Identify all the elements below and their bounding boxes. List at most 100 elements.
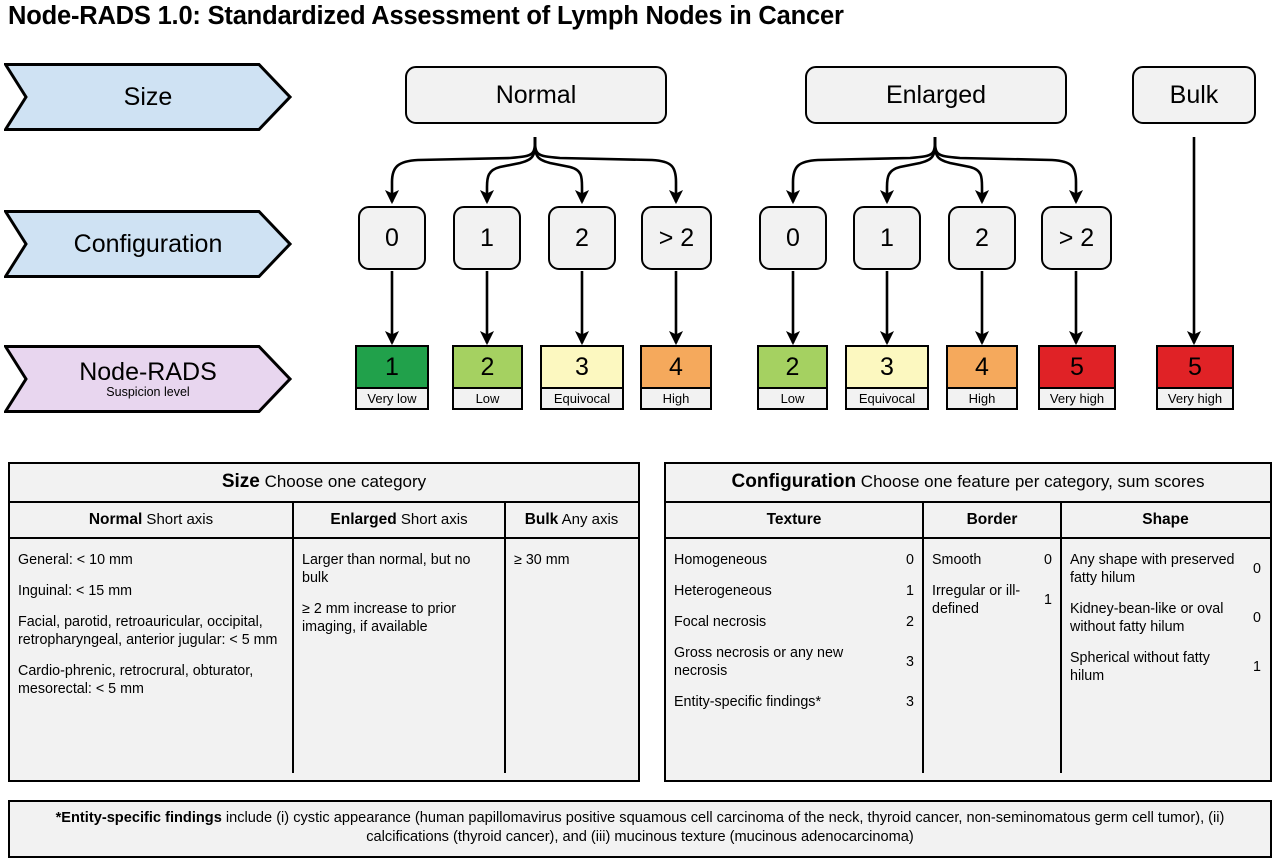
config-texture-label: Heterogeneous [674,582,772,599]
score-box-normal-4[interactable]: 4 High [640,345,712,410]
row-label-node-rads-sub: Suspicion level [106,384,190,399]
row-label-configuration: Configuration [4,210,292,278]
score-label: High [642,387,710,408]
size-table-title-bold: Size [221,471,260,492]
config-box-enlarged-0[interactable]: 0 [759,206,827,270]
config-shape-row: Kidney-bean-like or oval without fatty h… [1070,600,1261,636]
score-value: 3 [542,347,622,387]
size-header-normal-rest: Short axis [142,511,214,528]
score-label: High [948,387,1016,408]
config-header-texture-bold: Texture [766,511,822,528]
row-label-size: Size [4,63,292,131]
size-header-bulk-bold: Bulk [524,511,559,528]
size-box-bulk[interactable]: Bulk [1132,66,1256,124]
size-table-header-row: Normal Short axis Enlarged Short axis Bu… [10,503,638,539]
row-label-node-rads: Node-RADS Suspicion level [4,345,292,413]
config-table-title-bold: Configuration [731,471,857,492]
footnote-bold: *Entity-specific findings [55,810,222,826]
config-table-title-rest: Choose one feature per category, sum sco… [856,472,1205,491]
size-header-enlarged: Enlarged Short axis [292,503,504,537]
score-label: Equivocal [542,387,622,408]
score-box-enlarged-2[interactable]: 2 Low [757,345,828,410]
config-texture-label: Focal necrosis [674,613,767,630]
config-texture-row: Heterogeneous 1 [674,582,914,600]
score-label: Low [759,387,826,408]
config-texture-row: Entity-specific findings* 3 [674,693,914,711]
size-normal-item: Inguinal: < 15 mm [18,582,133,599]
score-label: Very high [1158,387,1232,408]
config-texture-row: Gross necrosis or any new necrosis 3 [674,644,914,680]
config-box-normal-0[interactable]: 0 [358,206,426,270]
score-box-enlarged-3[interactable]: 3 Equivocal [845,345,929,410]
config-box-normal-1[interactable]: 1 [453,206,521,270]
config-box-enlarged-gt2[interactable]: > 2 [1041,206,1112,270]
config-shape-score: 0 [1253,560,1261,577]
size-header-enlarged-bold: Enlarged [330,511,397,528]
config-border-label: Smooth [932,551,982,568]
size-box-enlarged[interactable]: Enlarged [805,66,1067,124]
config-box-normal-gt2[interactable]: > 2 [641,206,712,270]
score-box-bulk-5[interactable]: 5 Very high [1156,345,1234,410]
chevron-shape-size [4,63,292,131]
config-texture-row: Homogeneous 0 [674,551,914,569]
config-texture-score: 2 [906,613,914,630]
size-box-normal[interactable]: Normal [405,66,667,124]
score-value: 1 [357,347,427,387]
score-label: Equivocal [847,387,927,408]
size-table-title-rest: Choose one category [259,472,427,491]
config-box-enlarged-1[interactable]: 1 [853,206,921,270]
score-box-normal-2[interactable]: 2 Low [452,345,523,410]
row-label-node-rads-text: Node-RADS [79,357,217,386]
config-table-header-row: Texture Border Shape [666,503,1270,539]
config-shape-label: Kidney-bean-like or oval without fatty h… [1070,600,1224,636]
chevron-shape-configuration [4,210,292,278]
score-box-enlarged-4[interactable]: 4 High [946,345,1018,410]
size-cell-enlarged: Larger than normal, but no bulk ≥ 2 mm i… [292,538,504,773]
config-texture-score: 1 [906,582,914,599]
size-header-normal: Normal Short axis [10,503,292,537]
score-box-normal-3[interactable]: 3 Equivocal [540,345,624,410]
score-label: Very low [357,387,427,408]
score-value: 3 [847,347,927,387]
config-box-normal-2[interactable]: 2 [548,206,616,270]
chevron-shape-node-rads [4,345,292,413]
config-shape-score: 1 [1253,659,1261,676]
size-normal-item: Cardio-phrenic, retrocrural, obturator, … [18,663,254,698]
config-border-row: Irregular or ill-defined 1 [932,582,1052,618]
config-header-texture: Texture [666,503,922,537]
size-cell-normal: General: < 10 mm Inguinal: < 15 mm Facia… [10,539,292,773]
config-shape-row: Spherical without fatty hilum 1 [1070,649,1261,685]
score-label: Very high [1040,387,1114,408]
size-header-enlarged-rest: Short axis [396,511,468,528]
config-texture-row: Focal necrosis 2 [674,613,914,631]
config-shape-row: Any shape with preserved fatty hilum 0 [1070,551,1261,587]
config-texture-score: 0 [906,551,914,568]
config-border-score: 1 [1044,591,1052,608]
size-header-normal-bold: Normal [88,511,143,528]
config-texture-label: Gross necrosis or any new necrosis [674,645,844,680]
flowchart: Size Configuration Node-RADS Suspicion l… [0,55,1280,420]
footnote: *Entity-specific findings include (i) cy… [8,800,1272,858]
flow-connectors [384,136,1202,346]
config-shape-score: 0 [1253,610,1261,627]
size-table: Size Choose one category Normal Short ax… [8,462,640,782]
size-header-bulk: Bulk Any axis [504,503,637,537]
config-cell-texture: Homogeneous 0 Heterogeneous 1 Focal necr… [666,539,922,773]
config-texture-score: 3 [906,654,914,671]
size-normal-item: General: < 10 mm [18,551,133,568]
config-header-border: Border [922,503,1060,537]
config-header-border-bold: Border [966,511,1018,528]
config-cell-border: Smooth 0 Irregular or ill-defined 1 [922,538,1060,773]
size-enlarged-item: ≥ 2 mm increase to prior imaging, if ava… [302,600,457,636]
score-value: 5 [1158,347,1232,387]
config-header-shape: Shape [1060,503,1269,537]
score-box-enlarged-5[interactable]: 5 Very high [1038,345,1116,410]
config-texture-label: Homogeneous [674,551,767,568]
row-label-size-text: Size [123,82,173,111]
config-box-enlarged-2[interactable]: 2 [948,206,1016,270]
config-texture-label: Entity-specific findings* [674,694,822,711]
score-box-normal-1[interactable]: 1 Very low [355,345,429,410]
score-value: 2 [759,347,826,387]
config-table-title: Configuration Choose one feature per cat… [666,464,1270,503]
config-cell-shape: Any shape with preserved fatty hilum 0 K… [1060,538,1269,773]
